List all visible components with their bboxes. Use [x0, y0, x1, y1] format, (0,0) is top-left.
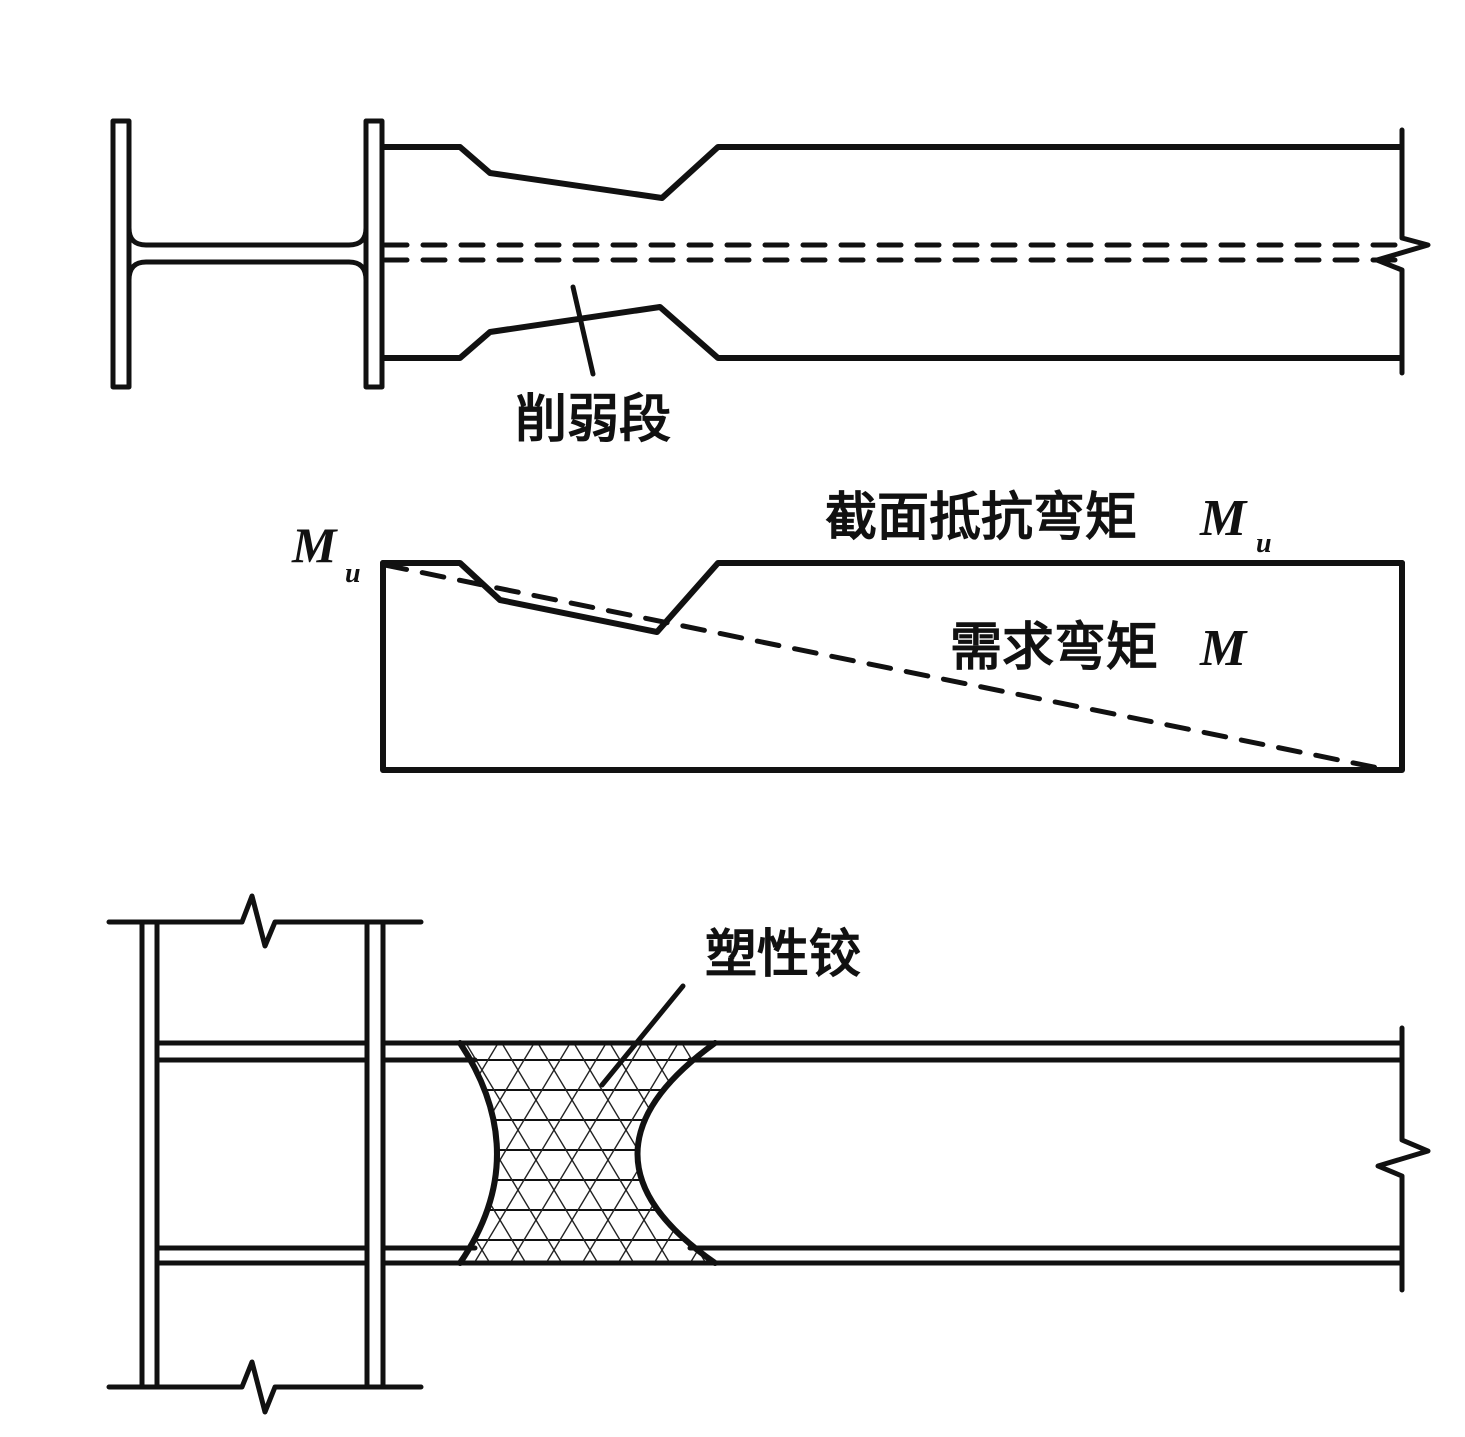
hatch-diagonal-line — [716, 1040, 853, 1268]
hatch-diagonal-line — [255, 1040, 392, 1268]
hatch-diagonal-line — [460, 1043, 465, 1263]
hatch-diagonal-line — [752, 1040, 889, 1268]
hatch-diagonal-line — [183, 1040, 320, 1268]
resisting-moment-label-text: 截面抵抗弯矩 — [825, 487, 1137, 548]
hatch-diagonal-line — [248, 1040, 385, 1268]
rbs-cut-arc-right — [634, 1040, 718, 1266]
hatch-diagonal-line — [499, 1043, 638, 1263]
column-break-top — [106, 893, 424, 949]
column-web-bottom — [126, 259, 369, 283]
reduced-section-label: 削弱段 — [515, 389, 671, 450]
hatch-diagonal-line — [284, 1040, 421, 1268]
demand-moment-label-text: 需求弯矩 — [950, 617, 1158, 678]
hatch-diagonal-line — [212, 1040, 349, 1268]
reduced-section-leader — [570, 284, 596, 377]
mu-axis-label: M u — [291, 517, 361, 589]
hatch-diagonal-line — [643, 1043, 715, 1263]
hatch-diagonal-line — [111, 1040, 248, 1268]
column-break-bottom — [106, 1359, 424, 1415]
rbs-cut-arc-left — [457, 1040, 500, 1266]
hatch-diagonal-line — [535, 1043, 674, 1263]
column-web-top — [126, 225, 369, 248]
moment-diagram: M u 截面抵抗弯矩 M u 需求弯矩 M — [291, 487, 1405, 773]
column-section — [110, 118, 385, 390]
hatch-diagonal-line — [968, 1040, 1105, 1268]
demand-moment-label-symbol: M — [1199, 620, 1248, 677]
beam-flange-bottom-edge — [380, 304, 1403, 361]
hatch-diagonal-line — [824, 1040, 961, 1268]
hatch-diagonal-line — [460, 1043, 530, 1263]
elevation-view: 塑性铰 — [106, 893, 1431, 1415]
hatch-diagonal-line — [460, 1043, 537, 1263]
moment-diagram-frame — [380, 560, 1405, 773]
resisting-moment-label-symbol: M — [1199, 490, 1248, 547]
hatch-diagonal-line — [320, 1040, 457, 1268]
beam-flange-top-edge — [380, 144, 1403, 201]
hatch-diagonal-line — [723, 1040, 860, 1268]
hatch-diagonal-line — [460, 1043, 573, 1263]
hatch-diagonal-line — [470, 1043, 609, 1263]
hatch-diagonal-line — [506, 1043, 645, 1263]
hatch-diagonal-line — [795, 1040, 932, 1268]
plastic-hinge-leader — [599, 983, 686, 1088]
demand-moment-line — [382, 562, 1391, 773]
hatch-diagonal-line — [291, 1040, 428, 1268]
hatch-diagonal-line — [686, 1043, 715, 1263]
resisting-moment-line — [380, 560, 1405, 635]
column-flange-right — [363, 118, 385, 390]
hatch-diagonal-line — [860, 1040, 997, 1268]
hatch-diagonal-line — [542, 1043, 681, 1263]
resisting-moment-label-subscript: u — [1256, 528, 1272, 559]
plastic-hinge-label: 塑性铰 — [705, 924, 861, 985]
hatch-diagonal-line — [679, 1043, 715, 1263]
break-line-right — [1374, 127, 1431, 376]
hatch-diagonal-line — [578, 1043, 715, 1263]
hatch-diagonal-line — [896, 1040, 1033, 1268]
hatch-diagonal-line — [463, 1043, 602, 1263]
resisting-moment-label: 截面抵抗弯矩 M u — [825, 487, 1272, 559]
hatch-diagonal-line — [759, 1040, 896, 1268]
hatch-diagonal-line — [831, 1040, 968, 1268]
break-line-right-elevation — [1375, 1025, 1431, 1293]
column-flange-left — [110, 118, 132, 390]
hatch-diagonal-line — [650, 1043, 715, 1263]
mu-axis-label-sub: u — [345, 558, 361, 589]
hatch-diagonal-line — [147, 1040, 284, 1268]
plan-view: 削弱段 — [110, 118, 1431, 450]
hatch-diagonal-line — [788, 1040, 925, 1268]
hatch-diagonal-line — [219, 1040, 356, 1268]
hatch-diagonal-line — [460, 1043, 494, 1263]
plastic-hinge-hatch — [111, 1040, 1105, 1268]
demand-moment-label: 需求弯矩 M — [950, 617, 1248, 678]
hatch-diagonal-line — [932, 1040, 1069, 1268]
mu-axis-label-main: M — [291, 517, 338, 573]
